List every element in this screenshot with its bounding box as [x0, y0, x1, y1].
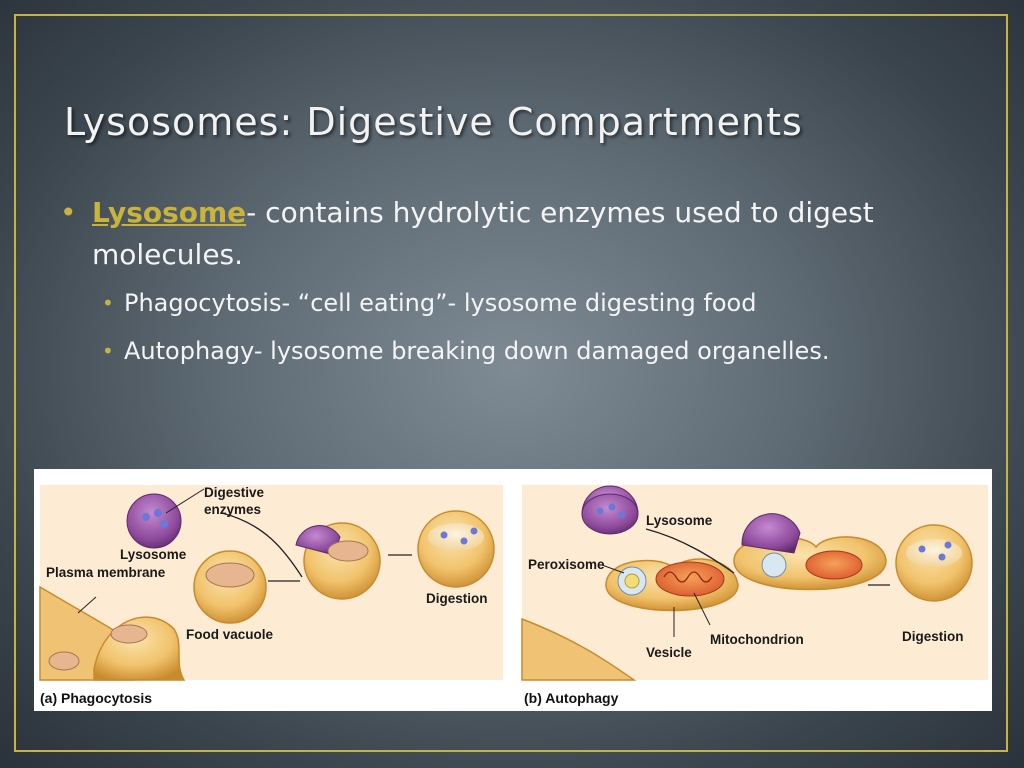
caption-autophagy: (b) Autophagy [524, 690, 619, 706]
enzyme-dot [938, 553, 946, 561]
panel-autophagy: Lysosome Peroxisome Mitochondrion Vesicl… [521, 485, 988, 706]
sub-bullet-text: Phagocytosis- “cell eating”- lysosome di… [124, 289, 757, 317]
pointer-peroxisome [601, 564, 625, 574]
sub-bullet-autophagy: • Autophagy- lysosome breaking down dama… [102, 334, 960, 368]
enzyme-dot [470, 527, 478, 535]
label-mitochondrion: Mitochondrion [710, 632, 804, 647]
food-particle [48, 651, 80, 671]
enzyme-dot [440, 531, 448, 539]
enzyme-dot [596, 507, 604, 515]
caption-phagocytosis: (a) Phagocytosis [40, 690, 152, 706]
label-lysosome: Lysosome [120, 547, 187, 562]
enzyme-dot [918, 545, 926, 553]
sub-bullet-text: Autophagy- lysosome breaking down damage… [124, 337, 830, 365]
arrow-lysosome-to-fusion [221, 512, 303, 578]
bullet-lysosome: • Lysosome- contains hydrolytic enzymes … [60, 192, 960, 276]
peroxisome-core [624, 573, 640, 589]
mitochondrion-organelle [805, 550, 863, 580]
food-particle [327, 540, 369, 562]
lysosome-diagram: Digestive enzymes Lysosome Plasma membra… [34, 469, 992, 711]
arrow-lysosome-to-fusion [645, 528, 735, 574]
label-plasma-membrane: Plasma membrane [46, 565, 166, 580]
bullet-glyph: • [102, 339, 114, 363]
bullet-text: - contains hydrolytic enzymes used to di… [92, 196, 874, 271]
slide-frame [14, 14, 1008, 752]
pointer-plasma-membrane [77, 596, 97, 614]
label-digestive: Digestive [204, 485, 265, 500]
cell-membrane-shape [521, 617, 637, 681]
enzyme-dot [160, 520, 168, 528]
lysosome-organelle [126, 493, 182, 549]
digestion-inner [906, 539, 962, 567]
enzyme-dot [608, 503, 616, 511]
lysosome-organelle [581, 493, 639, 535]
mitochondrion-organelle [655, 561, 725, 597]
label-peroxisome: Peroxisome [528, 557, 605, 572]
label-digestion: Digestion [426, 591, 488, 606]
label-enzymes: enzymes [204, 502, 261, 517]
label-digestion: Digestion [902, 629, 964, 644]
pointer-mitochondrion [693, 592, 711, 626]
panel-phagocytosis: Digestive enzymes Lysosome Plasma membra… [39, 485, 503, 706]
enzyme-dot [142, 513, 150, 521]
food-particle [110, 624, 148, 644]
food-particle [205, 562, 255, 588]
fusing-lysosome [741, 513, 801, 554]
label-food-vacuole: Food vacuole [186, 627, 274, 642]
mitochondrion-cristae [663, 571, 713, 583]
diagram-svg: Digestive enzymes Lysosome Plasma membra… [39, 485, 988, 706]
enzyme-dot [618, 511, 626, 519]
bullet-term: Lysosome [92, 196, 247, 229]
enzyme-dot [944, 541, 952, 549]
bullet-list: • Lysosome- contains hydrolytic enzymes … [60, 192, 960, 368]
pointer-enzymes [165, 488, 205, 514]
enzyme-dot [460, 537, 468, 545]
digestion-inner [428, 523, 484, 551]
peroxisome-organelle [761, 552, 787, 578]
enzyme-dot [154, 509, 162, 517]
slide-title: Lysosomes: Digestive Compartments [64, 100, 803, 144]
bullet-glyph: • [60, 196, 77, 229]
sub-bullet-phagocytosis: • Phagocytosis- “cell eating”- lysosome … [102, 286, 960, 320]
label-vesicle: Vesicle [646, 645, 692, 660]
bullet-glyph: • [102, 291, 114, 315]
label-lysosome: Lysosome [646, 513, 713, 528]
